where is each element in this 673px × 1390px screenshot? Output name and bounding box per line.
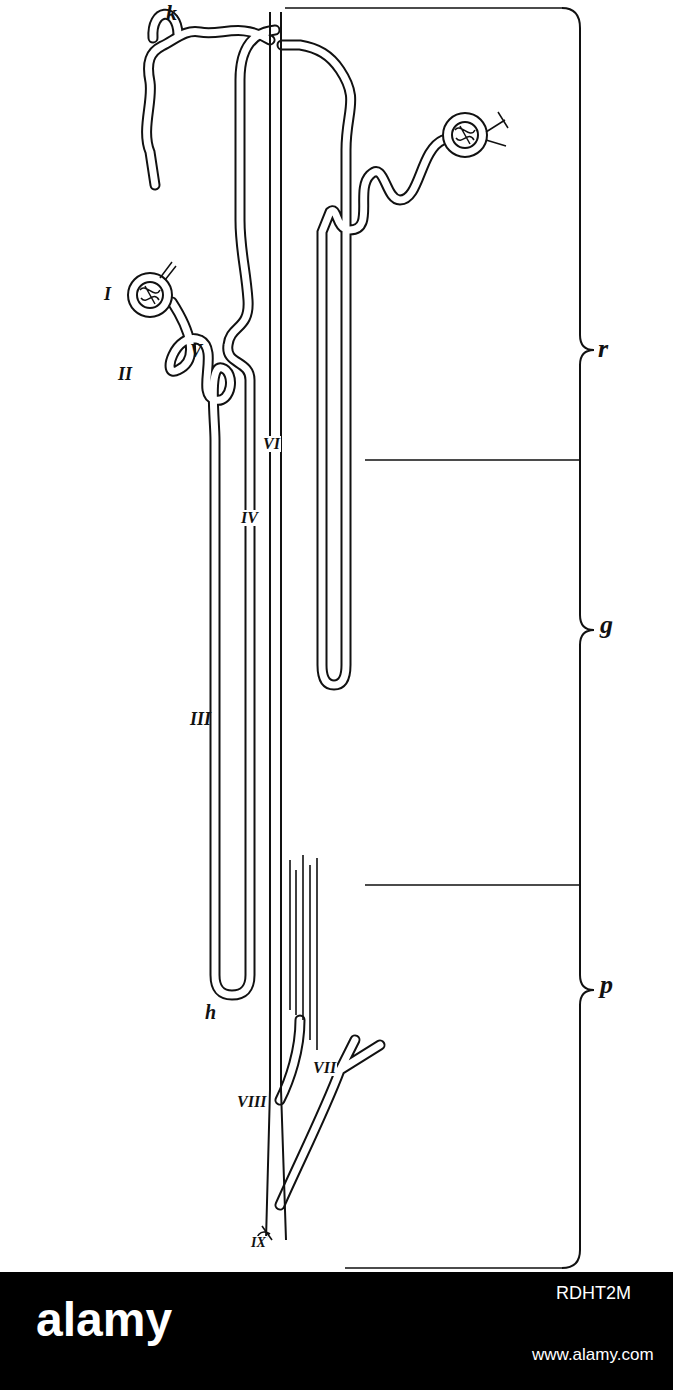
part-label: g: [600, 612, 613, 638]
zone-brace: [562, 8, 594, 1268]
part-label: k: [166, 2, 177, 24]
watermark-bar: [0, 1272, 673, 1390]
glomerulus: [128, 262, 176, 317]
part-label: p: [600, 972, 613, 998]
watermark-text: RDHT2M: [556, 1284, 631, 1302]
part-label: h: [205, 1002, 216, 1022]
glomerulus: [443, 112, 508, 157]
watermark-text: www.alamy.com: [532, 1346, 654, 1363]
part-label: III: [190, 710, 211, 728]
part-label: IV: [240, 510, 259, 526]
tubule-lumen: [147, 14, 443, 1205]
part-label: VII: [312, 1060, 337, 1076]
part-label: V: [190, 342, 202, 360]
part-label: VIII: [236, 1094, 267, 1110]
part-label: VI: [262, 436, 281, 452]
tubule-outline: [147, 14, 443, 1205]
part-label: I: [104, 285, 111, 303]
part-label: r: [598, 336, 608, 362]
collecting-tubules: [290, 855, 317, 1050]
part-label: IX: [250, 1236, 267, 1250]
part-label: II: [118, 365, 132, 383]
collecting-duct: [266, 12, 286, 1240]
watermark-text: alamy: [36, 1296, 172, 1344]
zone-line: [285, 8, 580, 1268]
